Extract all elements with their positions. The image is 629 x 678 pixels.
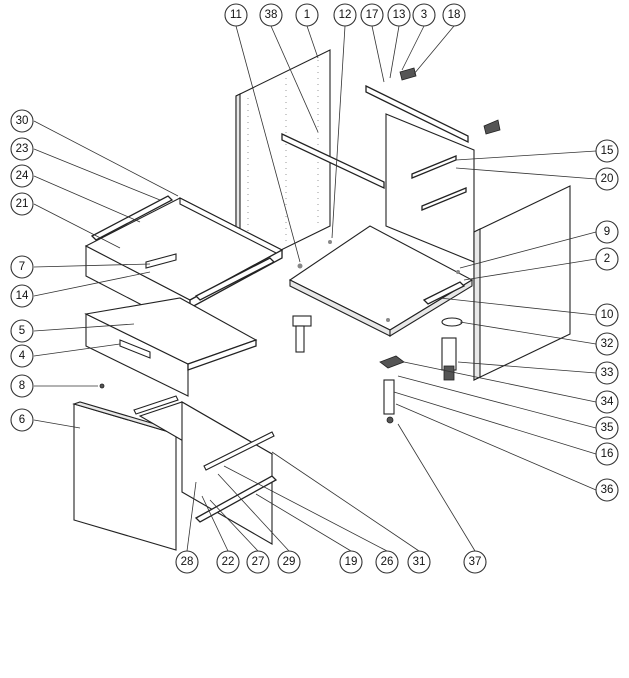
svg-text:23: 23 [16,143,29,155]
svg-text:13: 13 [393,9,406,21]
svg-text:15: 15 [601,145,614,157]
callout-bubble: 34 [595,390,619,414]
leg-assembly-34-37 [379,355,405,424]
leader-lines [33,25,597,552]
callout-bubble: 11 [224,3,248,27]
svg-text:22: 22 [222,556,235,568]
callout-bubble: 3 [412,3,436,27]
svg-text:7: 7 [19,261,25,273]
callout-bubble: 19 [339,550,363,574]
screw-8 [99,383,105,389]
leg-assembly-32-33 [441,317,463,381]
cam-fittings [297,240,460,322]
svg-text:9: 9 [604,226,610,238]
svg-text:20: 20 [601,173,614,185]
callout-bubble: 20 [595,167,619,191]
callout-bubble: 33 [595,361,619,385]
svg-text:31: 31 [413,556,426,568]
callout-bubble: 15 [595,139,619,163]
svg-text:8: 8 [19,380,25,392]
runner-right-24 [194,257,276,301]
callout-bubble: 4 [10,344,34,368]
callout-bubble: 38 [259,3,283,27]
top-rail-right [365,84,469,144]
callout-bubble: 30 [10,109,34,133]
svg-text:34: 34 [601,396,614,408]
svg-text:19: 19 [345,556,358,568]
callout-bubble: 6 [10,408,34,432]
callout-bubble: 24 [10,164,34,188]
svg-text:26: 26 [381,556,394,568]
leg-assembly-left [292,315,312,353]
callout-bubble: 14 [10,284,34,308]
callout-bubble: 13 [387,3,411,27]
svg-text:24: 24 [16,170,29,182]
svg-text:10: 10 [601,309,614,321]
outer-side-panel [473,185,571,381]
callout-bubble: 12 [333,3,357,27]
svg-text:16: 16 [601,448,614,460]
svg-text:6: 6 [19,414,25,426]
callout-bubble: 9 [595,220,619,244]
svg-text:21: 21 [16,198,29,210]
svg-text:3: 3 [421,9,427,21]
callout-bubble: 37 [463,550,487,574]
callout-bubble: 23 [10,137,34,161]
svg-text:5: 5 [19,325,25,337]
callout-bubble: 31 [407,550,431,574]
callout-bubble: 17 [360,3,384,27]
bottom-drawer-front [72,401,184,551]
callout-bubble: 28 [175,550,199,574]
svg-text:1: 1 [304,9,310,21]
handle-7 [145,253,177,269]
back-panel-hole-rows [247,60,319,262]
callout-bubble: 29 [277,550,301,574]
callout-bubbles: 11 38 1 12 17 13 3 18 30 23 24 21 7 14 5… [10,3,619,574]
svg-text:30: 30 [16,115,29,127]
svg-text:36: 36 [601,484,614,496]
rail-17 [133,395,179,415]
bracket-18 [399,67,501,135]
svg-text:14: 14 [16,290,29,302]
handle-rod-31 [203,431,275,471]
svg-text:38: 38 [265,9,278,21]
callout-bubble: 26 [375,550,399,574]
callout-bubble: 22 [216,550,240,574]
callout-bubble: 27 [246,550,270,574]
callout-bubble: 18 [442,3,466,27]
bottom-panel [288,225,474,337]
bottom-runner [422,281,466,305]
svg-text:12: 12 [339,9,352,21]
callout-bubble: 35 [595,416,619,440]
svg-text:37: 37 [469,556,482,568]
svg-text:33: 33 [601,367,614,379]
callout-bubble: 36 [595,478,619,502]
callout-bubble: 2 [595,247,619,271]
callout-bubble: 10 [595,303,619,327]
svg-text:17: 17 [366,9,379,21]
callout-bubble: 21 [10,192,34,216]
svg-text:4: 4 [19,350,26,362]
callout-bubble: 32 [595,332,619,356]
svg-text:35: 35 [601,422,614,434]
svg-text:18: 18 [448,9,461,21]
svg-text:27: 27 [252,556,265,568]
callout-bubble: 8 [10,374,34,398]
svg-text:32: 32 [601,338,614,350]
callout-bubble: 5 [10,319,34,343]
svg-text:28: 28 [181,556,194,568]
svg-text:11: 11 [230,9,242,21]
svg-text:29: 29 [283,556,296,568]
upper-rail [281,132,385,190]
callout-bubble: 1 [295,3,319,27]
top-drawer [84,195,284,331]
runner-left-23 [90,195,174,241]
callout-bubble: 7 [10,255,34,279]
middle-drawer [84,297,258,397]
svg-text:2: 2 [604,253,610,265]
callout-bubble: 16 [595,442,619,466]
